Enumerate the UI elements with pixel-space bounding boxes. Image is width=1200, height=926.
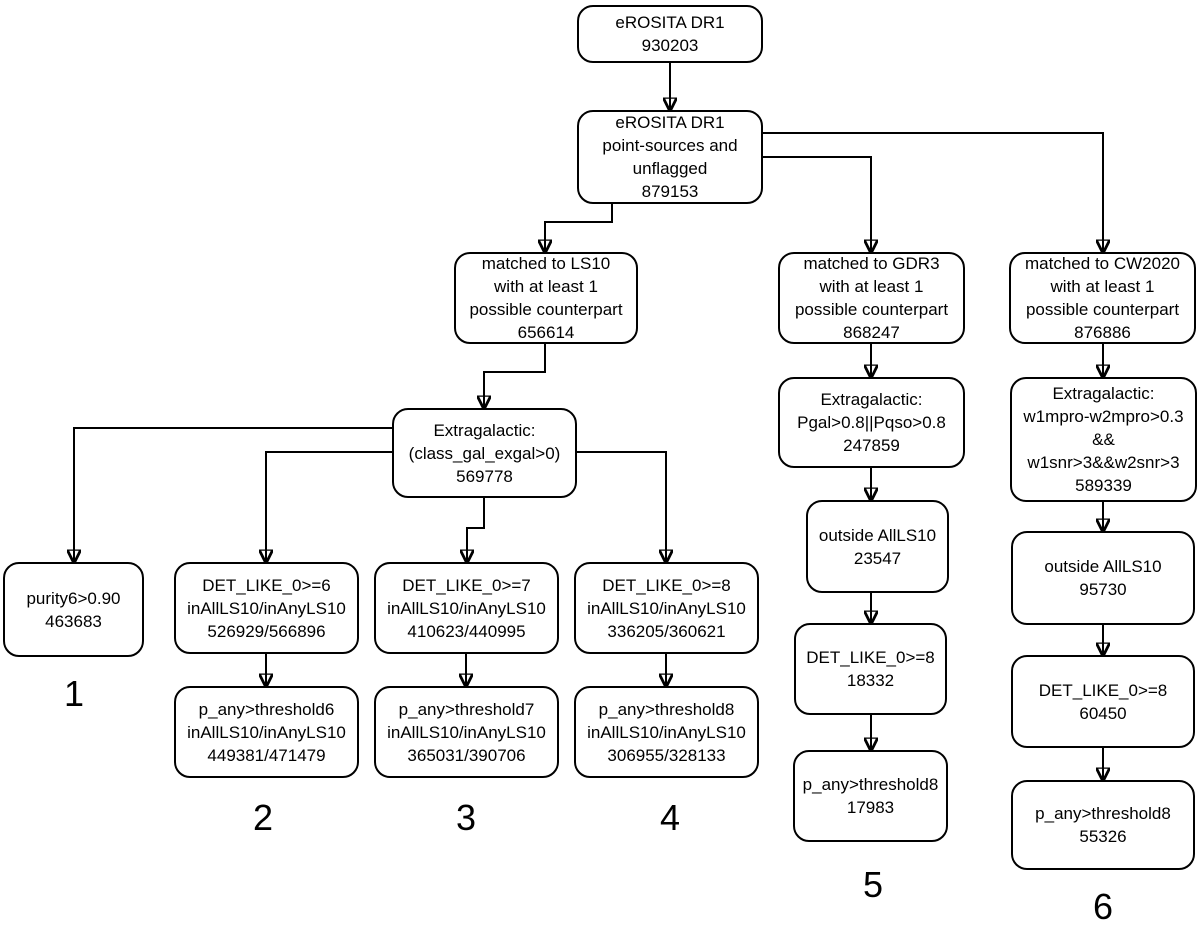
node-line: outside AllLS10	[818, 525, 937, 545]
node-pany-threshold6: p_any>threshold6 inAllLS10/inAnyLS10 449…	[174, 686, 359, 778]
node-line: 876886	[1074, 323, 1131, 342]
node-line: possible counterpart	[794, 300, 949, 319]
node-line: 868247	[843, 323, 900, 342]
node-line: 930203	[641, 36, 699, 55]
node-line: point-sources and	[602, 136, 738, 155]
node-line: Extragalactic:	[820, 390, 923, 409]
node-pany-threshold8: p_any>threshold8 inAllLS10/inAnyLS10 306…	[574, 686, 759, 778]
connector-unflagged-to-cw2020	[763, 132, 1103, 252]
node-line: possible counterpart	[469, 300, 623, 319]
node-det-like-8-gdr3: DET_LIKE_0>=8 18332	[794, 623, 947, 715]
node-line: 95730	[1079, 580, 1127, 599]
node-line: DET_LIKE_0>=8	[1038, 680, 1168, 700]
node-line: 879153	[641, 182, 699, 201]
node-line: p_any>threshold8	[802, 775, 939, 794]
node-matched-ls10: matched to LS10 with at least 1 possible…	[454, 252, 638, 344]
node-line: 656614	[517, 323, 575, 342]
node-line: p_any>threshold6	[198, 699, 335, 719]
node-line: matched to CW2020	[1025, 254, 1180, 273]
node-line: 569778	[456, 466, 513, 486]
node-outside-allls10-cw2020: outside AllLS10 95730	[1011, 531, 1195, 625]
node-line: DET_LIKE_0>=8	[806, 648, 935, 667]
node-line: w1snr>3&&w2snr>3	[1027, 453, 1180, 472]
node-line: eROSITA DR1	[615, 13, 725, 32]
node-line: 17983	[846, 798, 895, 817]
connector-extragalactic-to-det8	[577, 451, 666, 562]
node-line: 365031/390706	[407, 745, 526, 765]
node-extragalactic-gdr3: Extragalactic: Pgal>0.8||Pqso>0.8 247859	[778, 377, 965, 468]
node-line: inAllLS10/inAnyLS10	[387, 722, 546, 742]
node-line: matched to GDR3	[803, 254, 940, 273]
node-line: (class_gal_exgal>0)	[408, 443, 561, 463]
node-det-like-8: DET_LIKE_0>=8 inAllLS10/inAnyLS10 336205…	[574, 562, 759, 654]
node-line: inAllLS10/inAnyLS10	[187, 722, 346, 742]
node-line: inAllLS10/inAnyLS10	[187, 598, 346, 618]
node-matched-cw2020: matched to CW2020 with at least 1 possib…	[1009, 252, 1196, 344]
node-det-like-7: DET_LIKE_0>=7 inAllLS10/inAnyLS10 410623…	[374, 562, 559, 654]
node-line: 55326	[1079, 827, 1127, 846]
node-line: Extragalactic:	[1052, 384, 1155, 403]
connector-extragalactic-to-purity6	[74, 427, 392, 562]
branch-label-1: 1	[63, 673, 85, 714]
node-line: 60450	[1079, 703, 1127, 723]
node-line: 589339	[1075, 476, 1132, 495]
node-extragalactic-ls10: Extragalactic: (class_gal_exgal>0) 56977…	[392, 408, 577, 498]
connector-ls10-to-extragalactic	[484, 344, 546, 408]
node-line: p_any>threshold7	[398, 699, 535, 719]
node-line: with at least 1	[494, 277, 598, 296]
node-outside-allls10-gdr3: outside AllLS10 23547	[806, 500, 949, 593]
node-line: purity6>0.90	[26, 588, 121, 608]
node-extragalactic-cw2020: Extragalactic: w1mpro-w2mpro>0.3 && w1sn…	[1010, 377, 1197, 502]
node-matched-gdr3: matched to GDR3 with at least 1 possible…	[778, 252, 965, 344]
node-det-like-6: DET_LIKE_0>=6 inAllLS10/inAnyLS10 526929…	[174, 562, 359, 654]
node-point-sources-unflagged: eROSITA DR1 point-sources and unflagged …	[577, 110, 763, 204]
node-line: 23547	[853, 548, 902, 568]
node-line: inAllLS10/inAnyLS10	[587, 598, 746, 618]
node-line: w1mpro-w2mpro>0.3	[1023, 407, 1184, 426]
node-line: DET_LIKE_0>=7	[402, 575, 531, 595]
node-line: with at least 1	[1050, 277, 1155, 296]
node-erosita-dr1: eROSITA DR1 930203	[577, 5, 763, 63]
node-line: 336205/360621	[607, 621, 726, 641]
node-line: possible counterpart	[1025, 300, 1180, 319]
branch-label-5: 5	[862, 864, 884, 905]
node-line: Extragalactic:	[433, 420, 536, 440]
node-line: inAllLS10/inAnyLS10	[387, 598, 546, 618]
node-line: 410623/440995	[407, 621, 526, 641]
node-line: p_any>threshold8	[1035, 804, 1171, 823]
node-line: eROSITA DR1	[615, 113, 725, 132]
branch-label-4: 4	[659, 797, 681, 838]
connector-extragalactic-to-det7	[467, 498, 485, 562]
node-pany-threshold8-gdr3: p_any>threshold8 17983	[793, 750, 948, 842]
node-line: 449381/471479	[207, 745, 326, 765]
node-line: p_any>threshold8	[598, 699, 735, 719]
branch-label-6: 6	[1092, 886, 1114, 926]
node-pany-threshold8-cw2020: p_any>threshold8 55326	[1011, 780, 1195, 870]
node-line: 526929/566896	[207, 621, 326, 641]
connector-unflagged-to-gdr3	[763, 156, 871, 252]
node-line: 463683	[45, 611, 102, 631]
node-pany-threshold7: p_any>threshold7 inAllLS10/inAnyLS10 365…	[374, 686, 559, 778]
node-line: DET_LIKE_0>=8	[602, 575, 731, 595]
node-line: matched to LS10	[481, 254, 611, 273]
connector-extragalactic-to-det6	[266, 451, 392, 562]
connector-unflagged-to-ls10	[545, 204, 613, 252]
node-line: 18332	[846, 671, 895, 690]
node-line: Pgal>0.8||Pqso>0.8	[797, 413, 946, 432]
branch-label-2: 2	[252, 797, 274, 838]
node-line: unflagged	[632, 159, 708, 178]
node-line: inAllLS10/inAnyLS10	[587, 722, 746, 742]
node-line: 306955/328133	[607, 745, 726, 765]
node-purity6: purity6>0.90 463683	[3, 562, 144, 657]
node-line: &&	[1092, 430, 1115, 449]
branch-label-3: 3	[455, 797, 477, 838]
node-line: with at least 1	[819, 277, 924, 296]
node-line: outside AllLS10	[1044, 557, 1162, 576]
node-line: DET_LIKE_0>=6	[202, 575, 331, 595]
node-line: 247859	[843, 436, 900, 455]
node-det-like-8-cw2020: DET_LIKE_0>=8 60450	[1011, 655, 1195, 748]
